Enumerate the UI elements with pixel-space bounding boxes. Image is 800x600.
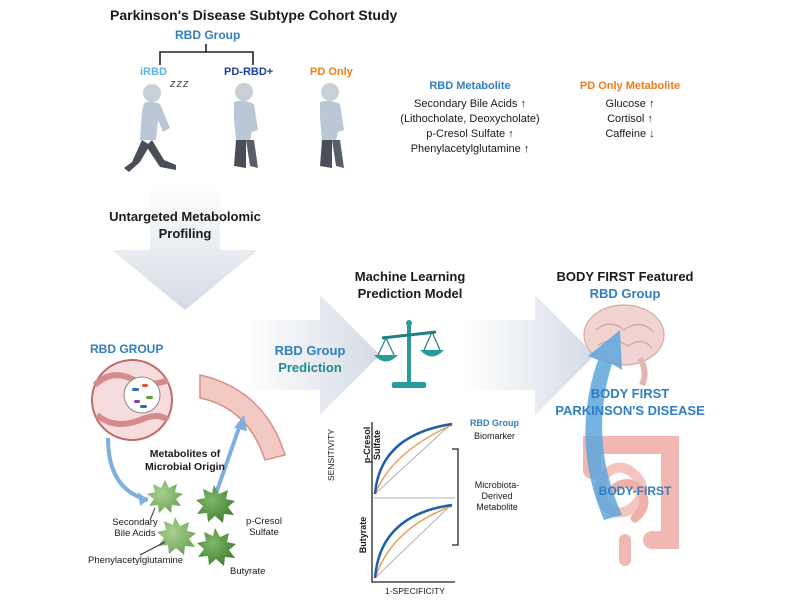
pd-only-metabolite-list: Glucose ↑ Cortisol ↑ Caffeine ↓ bbox=[565, 97, 695, 142]
roc-panel-pcresol bbox=[373, 422, 453, 495]
roc-panel2-label: Butyrate bbox=[358, 516, 368, 554]
pd-only-metabolite-item: Cortisol ↑ bbox=[607, 113, 653, 125]
roc-panel1-line: Sulfate bbox=[372, 430, 382, 461]
rbd-metabolite-item: Secondary Bile Acids ↑ bbox=[414, 98, 526, 110]
profiling-arrow bbox=[112, 185, 258, 310]
secondary-bile-acids-line: Secondary bbox=[112, 517, 158, 528]
rbd-metabolite-item: Phenylacetylglutamine ↑ bbox=[410, 143, 530, 155]
butyrate-label: Butyrate bbox=[230, 566, 266, 577]
person-irbd-figure bbox=[124, 84, 176, 172]
phenylacetylglutamine-microbe bbox=[157, 517, 196, 555]
metabolites-origin-label: Metabolites of Microbial Origin bbox=[130, 448, 240, 474]
person-pd-rbd-figure bbox=[234, 83, 258, 168]
body-first-short-label: BODY-FIRST bbox=[598, 484, 672, 498]
page-title: Parkinson's Disease Subtype Cohort Study bbox=[110, 7, 398, 23]
pcresol-line: p-Cresol bbox=[246, 516, 282, 527]
pd-only-metabolite-item: Glucose ↑ bbox=[605, 98, 655, 110]
rbd-metabolite-item: (Lithocholate, Deoxycholate) bbox=[400, 113, 540, 125]
profiling-label: Untargeted Metabolomic Profiling bbox=[90, 208, 280, 242]
body-first-title-line: BODY FIRST Featured bbox=[556, 269, 694, 284]
microbiome-zoom-circle bbox=[123, 376, 161, 414]
metabolites-origin-line: Microbial Origin bbox=[145, 461, 225, 473]
pcresol-line: Sulfate bbox=[249, 527, 279, 538]
rbd-metabolite-item: p-Cresol Sulfate ↑ bbox=[426, 128, 514, 140]
prediction-arrow bbox=[245, 295, 380, 415]
rbd-group-label: RBD Group bbox=[175, 28, 241, 42]
roc-legend-bracket bbox=[452, 448, 459, 546]
body-first-arrow bbox=[465, 295, 595, 415]
roc-legend-biomarker: Biomarker bbox=[474, 431, 516, 441]
body-first-pd-line: BODY FIRST bbox=[590, 386, 670, 401]
roc-chart bbox=[371, 422, 455, 583]
bacteria-icons bbox=[132, 384, 153, 408]
secondary-bile-acid-microbe bbox=[147, 480, 183, 513]
roc-legend-micro-line: Derived bbox=[481, 491, 513, 501]
person-pd-only-figure bbox=[320, 83, 344, 168]
ml-label-line: Machine Learning bbox=[354, 269, 466, 284]
body-first-group-line: RBD Group bbox=[589, 286, 661, 301]
roc-legend-micro-line: Microbiota- bbox=[474, 480, 520, 490]
roc-panel-butyrate bbox=[373, 503, 453, 579]
secondary-bile-acids-label: Secondary Bile Acids bbox=[100, 517, 170, 539]
roc-panel1-label: p-Cresol Sulfate bbox=[362, 423, 382, 467]
pd-only-metabolite-item: Caffeine ↓ bbox=[605, 128, 655, 140]
roc-y-axis-label: SENSITIVITY bbox=[326, 429, 336, 481]
body-first-curve-arrow bbox=[585, 330, 622, 520]
prediction-label-line: Prediction bbox=[278, 360, 342, 375]
rbd-prediction-label: RBD Group Prediction bbox=[255, 342, 365, 376]
pcresol-sulfate-label: p-Cresol Sulfate bbox=[234, 516, 294, 538]
butyrate-microbe bbox=[197, 528, 236, 566]
rbd-bracket bbox=[159, 44, 254, 65]
group-pd-rbd-label: PD-RBD+ bbox=[224, 66, 274, 78]
rbd-metabolite-heading: RBD Metabolite bbox=[429, 80, 511, 92]
secondary-bile-acids-line: Bile Acids bbox=[114, 528, 156, 539]
roc-x-axis-label: 1-SPECIFICITY bbox=[385, 586, 445, 596]
ml-model-label: Machine Learning Prediction Model bbox=[335, 268, 485, 302]
pcresol-microbe bbox=[196, 485, 235, 523]
body-first-pd-line: PARKINSON'S DISEASE bbox=[555, 403, 705, 418]
rbd-metabolite-list: Secondary Bile Acids ↑ (Lithocholate, De… bbox=[380, 97, 560, 157]
roc-legend-group: RBD Group bbox=[470, 418, 519, 428]
metabolites-origin-line: Metabolites of bbox=[149, 448, 221, 460]
balance-scale-icon bbox=[374, 320, 444, 388]
profiling-label-line: Profiling bbox=[158, 226, 212, 241]
roc-legend-micro-line: Metabolite bbox=[476, 502, 518, 512]
ml-label-line: Prediction Model bbox=[357, 286, 463, 301]
sleep-zzz: zzz bbox=[170, 78, 190, 90]
body-first-featured-title: BODY FIRST Featured RBD Group bbox=[540, 268, 710, 302]
pd-only-metabolite-heading: PD Only Metabolite bbox=[579, 80, 681, 92]
body-first-pd-label: BODY FIRST PARKINSON'S DISEASE bbox=[545, 385, 715, 419]
group-pd-only-label: PD Only bbox=[310, 66, 353, 78]
roc-panel1-line: p-Cresol bbox=[362, 426, 372, 464]
rbd-group-caps-label: RBD GROUP bbox=[90, 342, 164, 356]
phenylacetylglutamine-label: Phenylacetylglutamine bbox=[88, 555, 184, 566]
roc-legend-microbiota: Microbiota- Derived Metabolite bbox=[462, 480, 532, 513]
group-irbd-label: iRBD bbox=[140, 66, 167, 78]
prediction-label-line: RBD Group bbox=[274, 343, 346, 358]
profiling-label-line: Untargeted Metabolomic bbox=[109, 209, 261, 224]
